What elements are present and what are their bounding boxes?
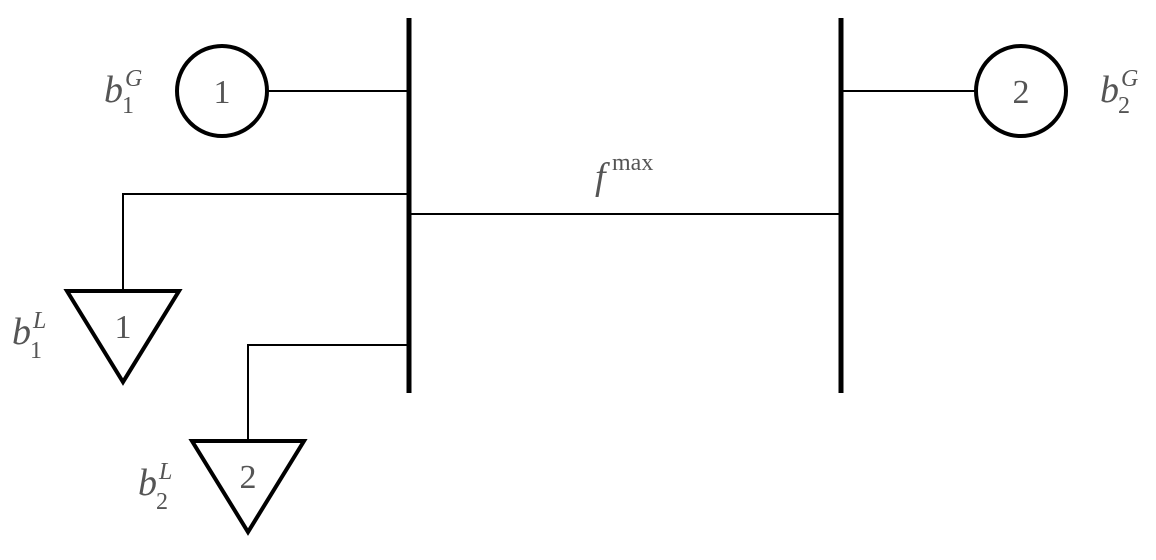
load-1: 1	[63, 289, 183, 386]
generator-1-label-sub: 1	[122, 93, 134, 119]
generator-2-circle	[974, 44, 1068, 138]
load-2-connector	[247, 344, 409, 441]
generator-2: 2	[974, 44, 1068, 138]
load-1-number: 1	[115, 309, 132, 346]
load-1-label: b L 1	[12, 308, 46, 364]
load-1-triangle	[63, 289, 183, 386]
generator-1-label: b G 1	[104, 66, 142, 119]
load-1-label-sup: L	[32, 308, 46, 334]
generator-1: 1	[175, 44, 269, 138]
generator-1-circle	[175, 44, 269, 138]
line-capacity-label-sup: max	[612, 150, 653, 176]
generator-2-label: b G 2	[1100, 66, 1138, 119]
generator-1-label-sup: G	[125, 66, 142, 92]
load-2-label-sub: 2	[156, 489, 168, 515]
load-2-number: 2	[240, 459, 257, 496]
load-1-label-sub: 1	[30, 338, 42, 364]
line-capacity-label-base: f	[595, 156, 610, 198]
load-1-label-base: b	[12, 311, 31, 353]
load-2-label-base: b	[138, 462, 157, 504]
generator-1-label-base: b	[104, 69, 123, 111]
load-2-label-sup: L	[158, 459, 172, 485]
load-2: 2	[188, 439, 308, 536]
generator-2-label-sub: 2	[1118, 93, 1130, 119]
generator-2-label-base: b	[1100, 69, 1119, 111]
generator-2-number: 2	[1013, 74, 1030, 111]
generator-2-label-sup: G	[1121, 66, 1138, 92]
generator-1-number: 1	[214, 74, 231, 111]
load-2-triangle	[188, 439, 308, 536]
load-1-connector	[122, 193, 409, 291]
line-capacity-label: f max	[595, 150, 653, 198]
load-2-label: b L 2	[138, 459, 172, 515]
